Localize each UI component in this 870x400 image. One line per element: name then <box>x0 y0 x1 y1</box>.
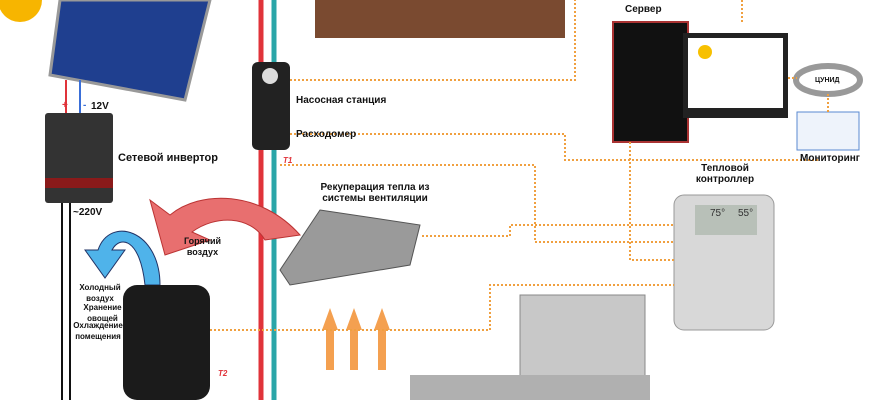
t2-label: T2 <box>218 369 228 378</box>
sun-icon <box>0 0 42 22</box>
voltage-label: 12V <box>91 101 109 112</box>
controller-temp1: 75° <box>710 208 726 219</box>
roof-collectors <box>315 0 565 38</box>
cooling-label: Охлаждение помещения <box>73 321 123 341</box>
inverter-label: Сетевой инвертор <box>118 152 218 164</box>
recuperation-label: Рекуперация тепла из системы вентиляции <box>320 182 430 204</box>
controller-temp2: 55° <box>738 208 754 219</box>
inverter-output-label: ~220V <box>73 207 103 218</box>
pump-station-label: Насосная станция <box>296 95 387 106</box>
storage-label: Хранение овощей <box>83 303 122 323</box>
minus-label: - <box>83 100 87 111</box>
server-tower <box>612 21 689 143</box>
heat-pump-device <box>123 285 210 400</box>
t1-label: T1 <box>283 156 293 165</box>
cold-air-arrow <box>84 230 161 286</box>
monitoring-label: Мониторинг <box>800 153 860 164</box>
hot-air-label: Горячий воздух <box>183 236 222 257</box>
flowmeter-label: Расходомер <box>296 129 357 140</box>
inverter-device <box>45 113 113 203</box>
hot-air-arrow <box>149 197 301 256</box>
solar-panel <box>48 0 212 102</box>
cunid-label: ЦУНИД <box>815 77 840 84</box>
plus-label: + <box>62 100 68 111</box>
pump-station-device <box>252 62 290 150</box>
monitoring-screenshot <box>796 111 860 151</box>
cold-air-label: Холодный воздух <box>79 283 121 303</box>
controller-label: Тепловой контроллер <box>695 163 755 185</box>
ventilation-hood <box>279 209 421 286</box>
server-label: Сервер <box>625 4 662 15</box>
